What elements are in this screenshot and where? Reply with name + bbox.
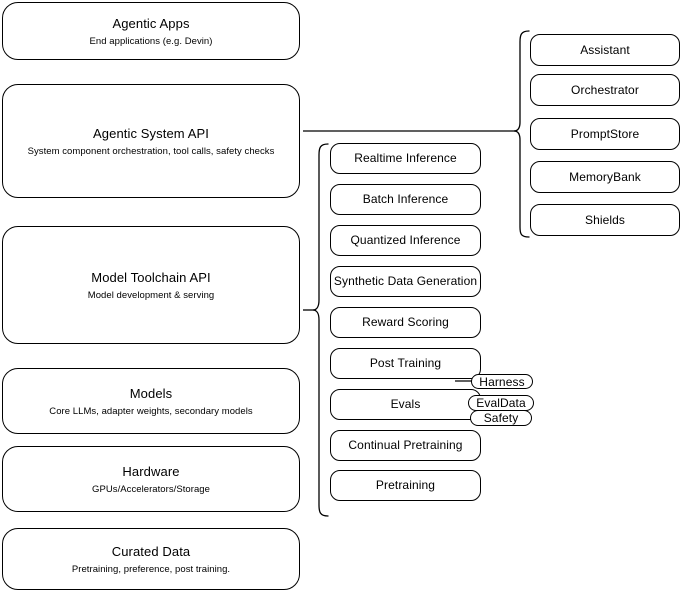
stack-layer-hardware[interactable]: Hardware GPUs/Accelerators/Storage	[2, 446, 300, 512]
system-component-shields[interactable]: Shields	[530, 204, 680, 236]
capability-pretraining[interactable]: Pretraining	[330, 470, 481, 501]
stack-layer-title: Hardware	[122, 463, 180, 479]
stack-layer-agentic-system-api[interactable]: Agentic System API System component orch…	[2, 84, 300, 198]
stack-layer-curated-data[interactable]: Curated Data Pretraining, preference, po…	[2, 528, 300, 590]
bracket-toolchain-capabilities	[312, 143, 329, 517]
capability-reward-scoring[interactable]: Reward Scoring	[330, 307, 481, 338]
capability-label: Post Training	[369, 356, 442, 370]
system-component-orchestrator[interactable]: Orchestrator	[530, 74, 680, 106]
system-component-memorybank[interactable]: MemoryBank	[530, 161, 680, 193]
eval-chip-evaldata[interactable]: EvalData	[468, 395, 534, 411]
system-component-label: PromptStore	[570, 126, 640, 141]
capability-post-training[interactable]: Post Training	[330, 348, 481, 379]
system-component-label: Orchestrator	[571, 82, 639, 97]
system-component-label: MemoryBank	[569, 169, 641, 184]
capability-label: Reward Scoring	[362, 315, 449, 329]
capability-continual-pretraining[interactable]: Continual Pretraining	[330, 430, 481, 461]
capability-batch-inference[interactable]: Batch Inference	[330, 184, 481, 215]
stack-layer-title: Model Toolchain API	[91, 269, 211, 285]
system-component-label: Shields	[584, 212, 626, 227]
stack-layer-title: Agentic System API	[93, 125, 209, 141]
system-component-promptstore[interactable]: PromptStore	[530, 118, 680, 150]
stack-layer-subtitle: GPUs/Accelerators/Storage	[92, 483, 210, 495]
eval-chip-label: Safety	[483, 411, 519, 425]
system-component-assistant[interactable]: Assistant	[530, 34, 680, 66]
eval-chip-label: Harness	[479, 374, 525, 389]
stack-layer-subtitle: End applications (e.g. Devin)	[89, 35, 213, 47]
capability-label: Continual Pretraining	[348, 438, 463, 452]
capability-label: Pretraining	[375, 478, 436, 492]
capability-label: Batch Inference	[362, 192, 449, 206]
capability-label: Realtime Inference	[354, 151, 457, 165]
stack-layer-title: Models	[129, 385, 173, 401]
stack-layer-subtitle: Model development & serving	[87, 289, 215, 301]
capability-label: Synthetic Data Generation	[333, 274, 478, 288]
capability-label: Evals	[390, 397, 421, 411]
system-component-label: Assistant	[580, 42, 630, 57]
stack-layer-model-toolchain-api[interactable]: Model Toolchain API Model development & …	[2, 226, 300, 344]
stack-layer-title: Agentic Apps	[112, 15, 190, 31]
eval-chip-safety[interactable]: Safety	[470, 410, 532, 426]
stack-layer-subtitle: System component orchestration, tool cal…	[27, 145, 275, 157]
capability-realtime-inference[interactable]: Realtime Inference	[330, 143, 481, 174]
capability-label: Quantized Inference	[350, 233, 461, 247]
stack-layer-agentic-apps[interactable]: Agentic Apps End applications (e.g. Devi…	[2, 2, 300, 60]
stack-layer-subtitle: Core LLMs, adapter weights, secondary mo…	[49, 405, 253, 417]
eval-chip-label: EvalData	[476, 396, 526, 410]
stack-layer-models[interactable]: Models Core LLMs, adapter weights, secon…	[2, 368, 300, 434]
stack-layer-title: Curated Data	[111, 543, 191, 559]
capability-synthetic-data-generation[interactable]: Synthetic Data Generation	[330, 266, 481, 297]
capability-quantized-inference[interactable]: Quantized Inference	[330, 225, 481, 256]
bracket-system-components	[513, 30, 530, 238]
capability-evals[interactable]: Evals	[330, 389, 481, 420]
stack-layer-subtitle: Pretraining, preference, post training.	[71, 563, 231, 575]
eval-chip-harness[interactable]: Harness	[471, 374, 533, 389]
